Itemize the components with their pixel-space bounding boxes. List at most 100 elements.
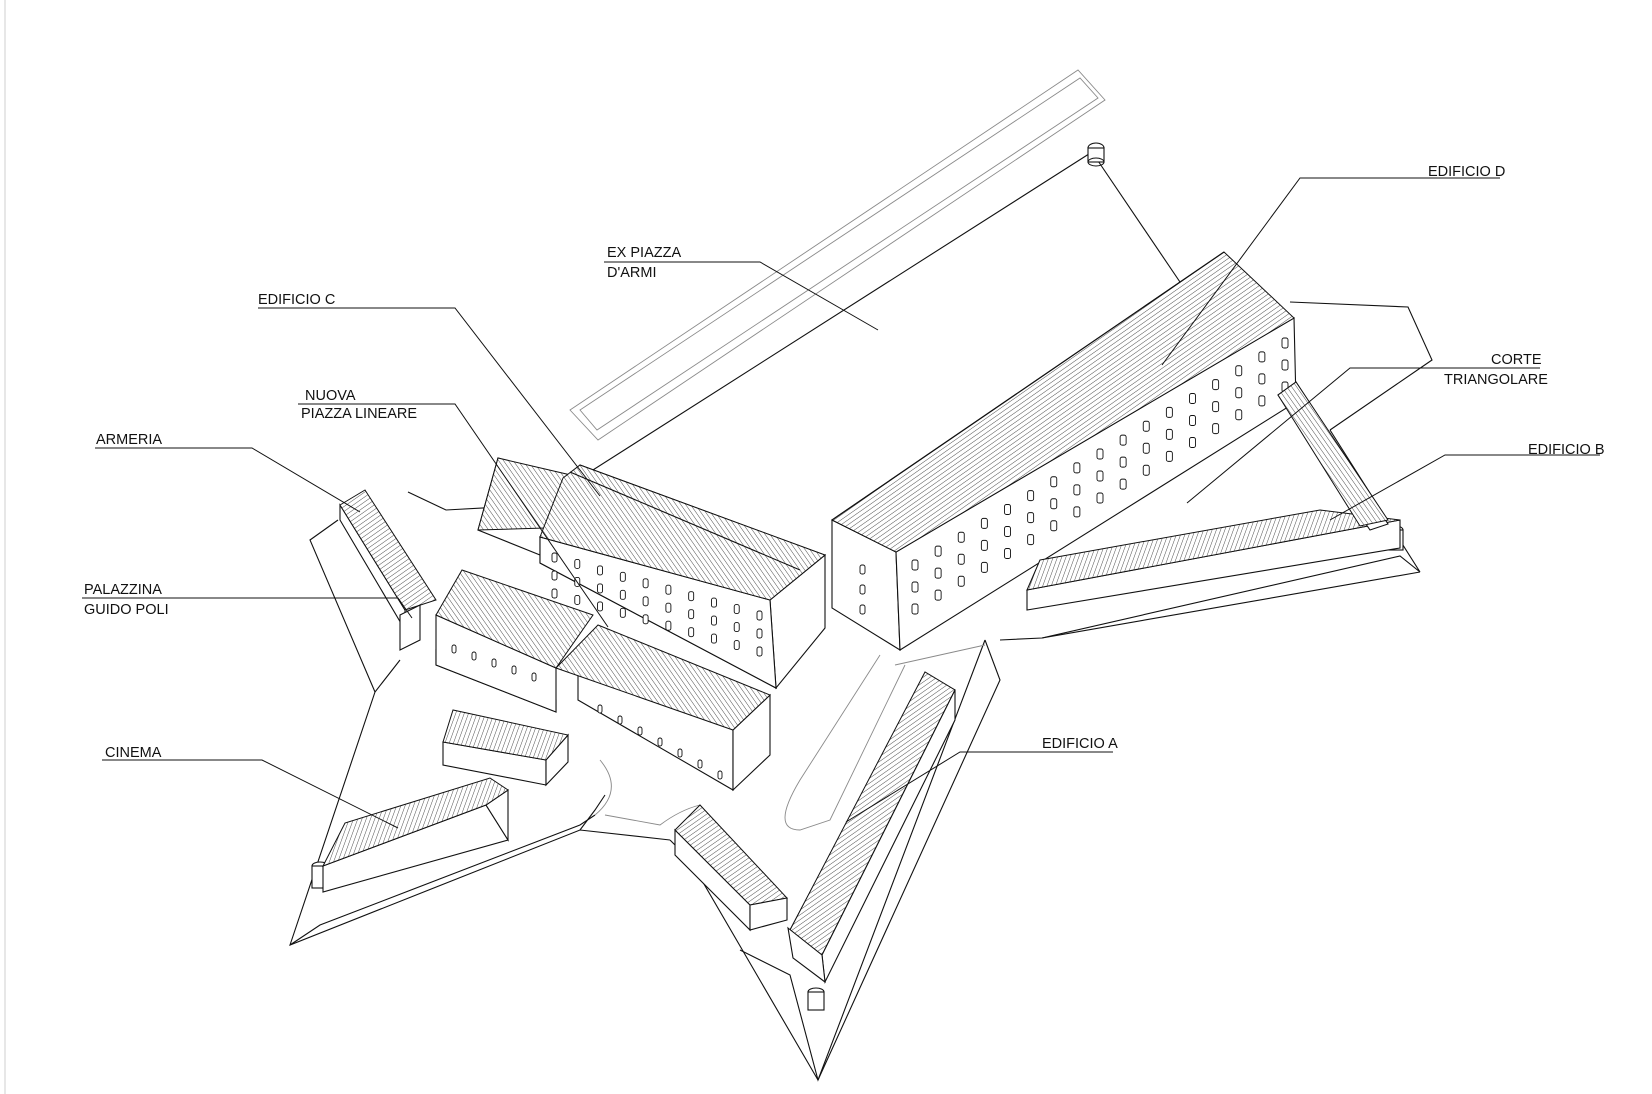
window bbox=[1258, 395, 1266, 407]
window bbox=[1142, 420, 1150, 432]
window bbox=[1281, 359, 1289, 371]
window bbox=[642, 578, 649, 589]
window bbox=[957, 531, 965, 543]
window bbox=[717, 770, 723, 780]
window bbox=[980, 561, 988, 573]
window bbox=[1189, 415, 1196, 426]
window bbox=[665, 602, 672, 613]
window bbox=[756, 646, 763, 657]
window bbox=[531, 672, 537, 682]
fortress-star bbox=[289, 151, 1433, 1082]
window bbox=[980, 539, 988, 551]
window bbox=[1096, 492, 1104, 504]
window bbox=[980, 517, 988, 529]
window bbox=[756, 610, 763, 621]
label-ex-piazza-1: EX PIAZZA bbox=[607, 245, 681, 261]
window bbox=[619, 571, 626, 582]
window bbox=[597, 583, 604, 594]
window bbox=[511, 665, 517, 675]
window bbox=[597, 601, 604, 612]
label-nuova-2: PIAZZA LINEARE bbox=[301, 406, 417, 422]
small-block-building bbox=[442, 709, 569, 787]
window bbox=[1050, 520, 1058, 532]
window bbox=[1165, 406, 1173, 418]
window bbox=[1073, 462, 1081, 474]
window bbox=[1189, 437, 1196, 448]
ex-piazza-outline bbox=[569, 69, 1106, 441]
label-ex-piazza-2: D'ARMI bbox=[607, 265, 657, 281]
window bbox=[911, 603, 919, 615]
label-edificio-a: EDIFICIO A bbox=[1042, 736, 1118, 752]
label-edificio-b: EDIFICIO B bbox=[1528, 442, 1605, 458]
window bbox=[733, 640, 740, 651]
window bbox=[677, 748, 683, 758]
window bbox=[597, 704, 603, 714]
window bbox=[1096, 470, 1104, 482]
label-edificio-c: EDIFICIO C bbox=[258, 292, 335, 308]
window bbox=[451, 644, 457, 654]
window bbox=[911, 559, 919, 571]
window bbox=[471, 651, 477, 661]
window bbox=[710, 597, 717, 608]
labels: EDIFICIO D EX PIAZZA D'ARMI EDIFICIO C N… bbox=[84, 164, 1605, 761]
label-cinema: CINEMA bbox=[105, 745, 162, 761]
window bbox=[1073, 506, 1081, 518]
window bbox=[934, 545, 942, 557]
window bbox=[551, 588, 558, 599]
window bbox=[859, 584, 866, 595]
label-nuova-1: NUOVA bbox=[305, 388, 356, 404]
window bbox=[934, 589, 942, 601]
window bbox=[619, 607, 626, 618]
label-palazzina-1: PALAZZINA bbox=[84, 582, 162, 598]
window bbox=[1142, 464, 1150, 476]
window bbox=[1004, 526, 1011, 537]
window bbox=[1235, 387, 1243, 399]
window bbox=[1189, 393, 1196, 404]
gatehouse-building bbox=[674, 804, 788, 932]
label-palazzina-2: GUIDO POLI bbox=[84, 602, 169, 618]
edificio-b-building bbox=[1026, 381, 1401, 611]
window bbox=[574, 558, 581, 569]
window bbox=[688, 591, 695, 602]
window bbox=[642, 614, 649, 625]
edificio-a-building bbox=[787, 671, 956, 984]
window bbox=[597, 565, 604, 576]
window bbox=[697, 759, 703, 769]
edificio-c-building bbox=[477, 457, 826, 690]
window bbox=[1096, 448, 1104, 460]
window bbox=[957, 553, 965, 565]
ex-piazza-inner bbox=[579, 77, 1099, 431]
cinema-building bbox=[321, 777, 509, 893]
window bbox=[642, 596, 649, 607]
window bbox=[1142, 442, 1150, 454]
window bbox=[1212, 401, 1220, 413]
window bbox=[1258, 351, 1266, 363]
window bbox=[1004, 548, 1011, 559]
window bbox=[665, 620, 672, 631]
window bbox=[688, 609, 695, 620]
window bbox=[934, 567, 942, 579]
window bbox=[551, 552, 558, 563]
window bbox=[859, 604, 866, 615]
label-edificio-d: EDIFICIO D bbox=[1428, 164, 1505, 180]
window bbox=[1281, 337, 1289, 349]
window bbox=[710, 633, 717, 644]
window bbox=[1073, 484, 1081, 496]
window bbox=[733, 604, 740, 615]
window bbox=[1235, 365, 1243, 377]
leader-lines bbox=[82, 177, 1600, 829]
window bbox=[637, 726, 643, 736]
window bbox=[491, 658, 497, 668]
window bbox=[733, 622, 740, 633]
window bbox=[859, 564, 866, 575]
tower-south bbox=[807, 987, 825, 1011]
window bbox=[1050, 476, 1058, 488]
window bbox=[1027, 490, 1035, 502]
label-corte-2: TRIANGOLARE bbox=[1444, 372, 1548, 388]
edificio-d-building bbox=[831, 251, 1297, 652]
window bbox=[617, 715, 623, 725]
window bbox=[1119, 434, 1127, 446]
label-armeria: ARMERIA bbox=[96, 432, 162, 448]
